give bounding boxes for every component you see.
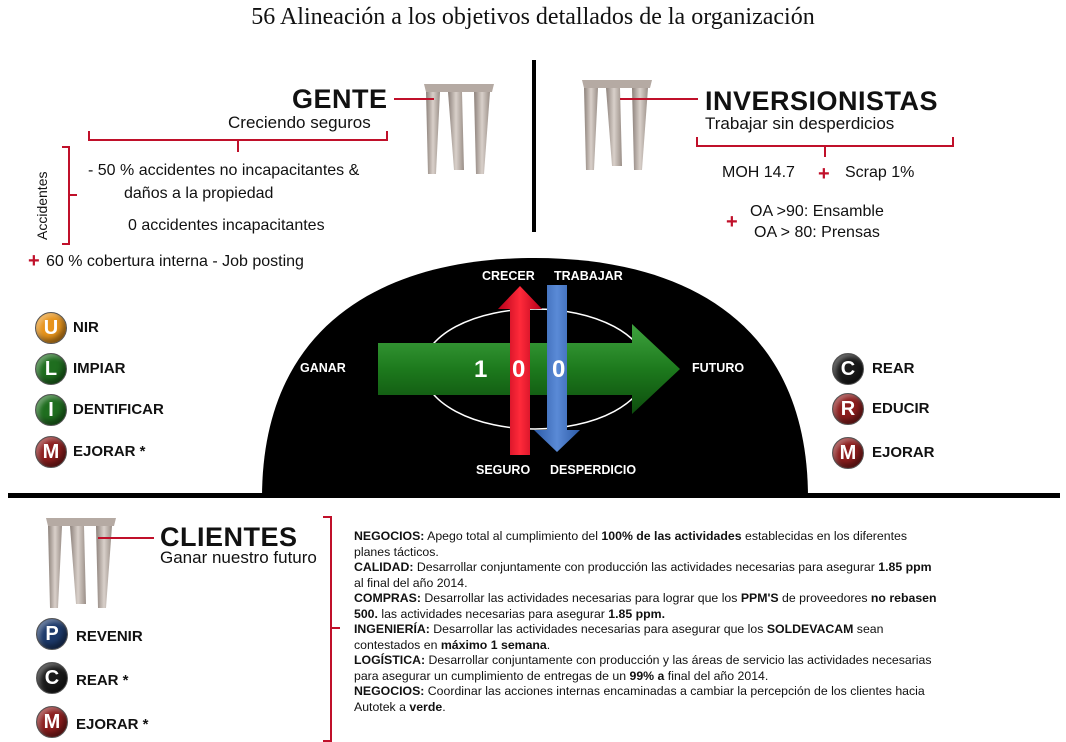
list-item: M EJORAR * — [35, 436, 146, 468]
letter-badge: M — [832, 437, 864, 469]
page-title: 56 Alineación a los objetivos detallados… — [251, 4, 815, 30]
digit-1: 1 — [474, 356, 488, 383]
list-item-label: DENTIFICAR — [73, 401, 164, 418]
trabajar-label: TRABAJAR — [554, 269, 623, 283]
pillar-icon — [582, 80, 652, 170]
desperdicio-label: DESPERDICIO — [550, 463, 637, 477]
inversionistas-subtitle: Trabajar sin desperdicios — [705, 114, 895, 133]
inversionistas-bracket — [696, 137, 954, 157]
center-diagram — [262, 258, 808, 498]
list-item: I DENTIFICAR — [35, 394, 164, 426]
list-item-label: NIR — [73, 319, 99, 336]
letter-badge: R — [832, 393, 864, 425]
list-item: M EJORAR * — [36, 706, 149, 738]
objective-ingenieria: INGENIERÍA: Desarrollar las actividades … — [354, 622, 884, 636]
digit-0-a: 0 — [512, 356, 526, 383]
objective-negocios: NEGOCIOS: Apego total al cumplimiento de… — [354, 529, 907, 543]
objective-negocios-2: NEGOCIOS: Coordinar las acciones interna… — [354, 684, 925, 698]
list-item-label: REAR — [872, 360, 915, 377]
objectives-text: NEGOCIOS: Apego total al cumplimiento de… — [354, 529, 1060, 715]
list-item: P REVENIR — [36, 618, 143, 650]
list-item: M EJORAR — [832, 437, 935, 469]
oa-prensas: OA > 80: Prensas — [754, 224, 880, 241]
objective-compras: COMPRAS: Desarrollar las actividades nec… — [354, 591, 937, 605]
gente-bracket — [88, 131, 388, 152]
accidentes-bracket — [62, 146, 77, 245]
moh-value: MOH 14.7 — [722, 164, 795, 181]
gente-item-1-cont: daños a la propiedad — [124, 185, 274, 202]
list-item-label: IMPIAR — [73, 360, 126, 377]
letter-badge: P — [36, 618, 68, 650]
letter-badge: C — [832, 353, 864, 385]
list-item-label: EJORAR * — [73, 443, 146, 460]
gente-item-2: 0 accidentes incapacitantes — [128, 217, 325, 234]
letter-badge: M — [36, 706, 68, 738]
letter-badge: U — [35, 312, 67, 344]
list-item-label: EDUCIR — [872, 400, 930, 417]
objective-logistica: LOGÍSTICA: Desarrollar conjuntamente con… — [354, 653, 932, 667]
pillar-icon — [46, 518, 116, 608]
clientes-bracket — [323, 516, 340, 742]
scrap-value: Scrap 1% — [845, 164, 915, 181]
red-up-arrow — [498, 286, 542, 455]
ganar-label: GANAR — [300, 361, 346, 375]
letter-badge: I — [35, 394, 67, 426]
list-item-label: EJORAR * — [76, 716, 149, 733]
pillar-icon — [424, 84, 494, 174]
plus-icon: + — [726, 211, 738, 233]
accidentes-label: Accidentes — [34, 171, 50, 240]
clientes-heading: CLIENTES — [160, 522, 298, 552]
oa-ensamble: OA >90: Ensamble — [750, 203, 884, 220]
list-item-label: EJORAR — [872, 444, 935, 461]
list-item: R EDUCIR — [832, 393, 930, 425]
list-item-label: REVENIR — [76, 628, 143, 645]
blue-down-arrow — [534, 285, 580, 452]
letter-badge: M — [35, 436, 67, 468]
plus-icon: + — [28, 250, 40, 272]
seguro-label: SEGURO — [476, 463, 531, 477]
connector-line — [98, 537, 154, 539]
clientes-subtitle: Ganar nuestro futuro — [160, 548, 317, 567]
vertical-divider — [532, 60, 536, 232]
gente-item-1: - 50 % accidentes no incapacitantes & — [88, 162, 360, 179]
connector-line — [394, 98, 434, 100]
connector-line — [620, 98, 698, 100]
list-item: C REAR — [832, 353, 915, 385]
crecer-label: CRECER — [482, 269, 535, 283]
objective-calidad: CALIDAD: Desarrollar conjuntamente con p… — [354, 560, 932, 574]
digit-0-b: 0 — [552, 356, 566, 383]
futuro-label: FUTURO — [692, 361, 745, 375]
gente-subtitle: Creciendo seguros — [228, 113, 371, 132]
plus-icon: + — [818, 163, 830, 185]
inversionistas-heading: INVERSIONISTAS — [705, 86, 939, 116]
gente-item-3: 60 % cobertura interna - Job posting — [46, 253, 304, 270]
letter-badge: C — [36, 662, 68, 694]
list-item: C REAR * — [36, 662, 129, 694]
list-item: U NIR — [35, 312, 99, 344]
list-item-label: REAR * — [76, 672, 129, 689]
gente-heading: GENTE — [292, 84, 388, 114]
letter-badge: L — [35, 353, 67, 385]
list-item: L IMPIAR — [35, 353, 126, 385]
